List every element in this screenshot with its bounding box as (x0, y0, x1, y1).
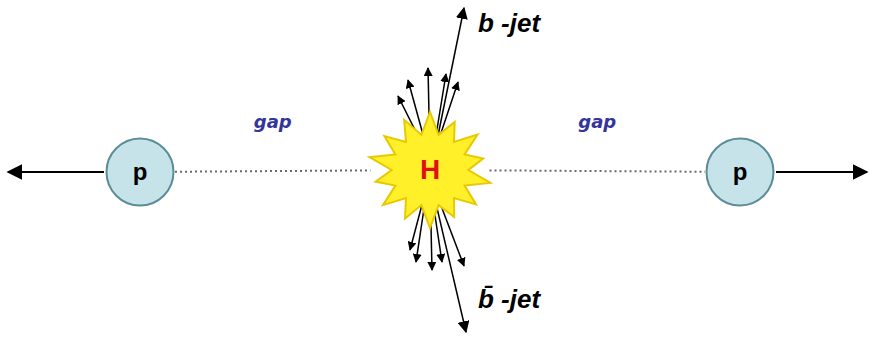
gap-label: gap (578, 111, 616, 132)
proton-label: p (133, 158, 148, 186)
beam-arrow (8, 171, 104, 173)
jet-label: b -jet (478, 8, 540, 39)
dotted-gap-line (490, 170, 705, 171)
beam-arrow (776, 171, 867, 173)
proton-circle: p (705, 137, 775, 207)
dotted-gap-line (175, 170, 370, 171)
proton-label: p (733, 158, 748, 186)
proton-circle: p (105, 137, 175, 207)
gap-label: gap (254, 111, 292, 132)
jet-label: b̄ -jet (478, 284, 540, 315)
higgs-star: H (368, 112, 492, 228)
particle-label: H (420, 154, 440, 186)
